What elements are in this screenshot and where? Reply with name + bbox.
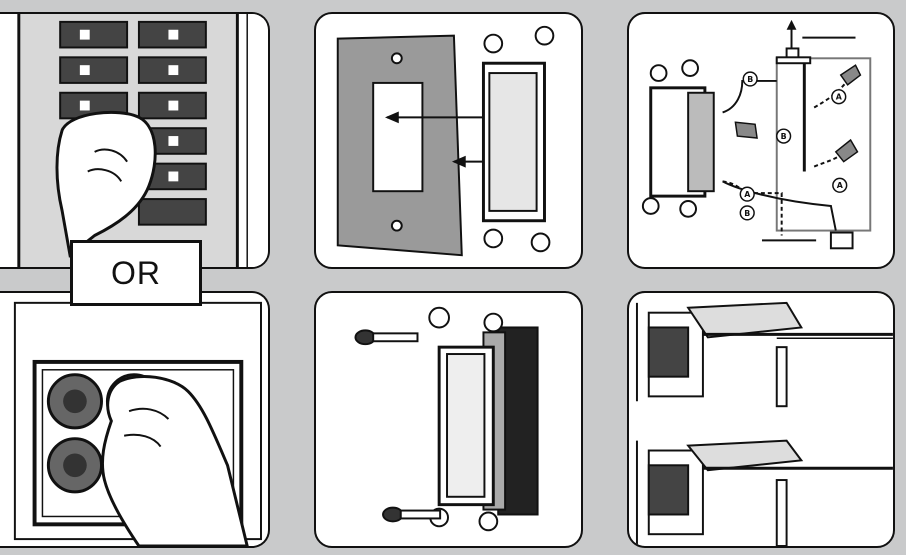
remove-cover-plate [314, 12, 583, 269]
mount-switch-screws [314, 291, 583, 548]
wiring-illustration: B B A B A A [641, 19, 872, 250]
cover-plate-illustration [336, 25, 555, 257]
or-divider: OR [70, 240, 202, 306]
or-label: OR [111, 254, 161, 291]
fuse-box-illustration [13, 301, 262, 546]
wire-tag-label: B [781, 132, 787, 141]
strip-wire-illustration [635, 301, 893, 546]
wire-tag-label: A [744, 190, 751, 199]
wire-tag-labels: B B A B A A [739, 71, 848, 221]
strip-wire-insulation [627, 291, 895, 548]
screw-bottom [382, 506, 442, 523]
screw-top [354, 329, 419, 346]
wire-tag-label: A [836, 93, 843, 102]
breaker-panel-illustration [1, 14, 267, 267]
fuse-box [0, 291, 270, 548]
wire-tag-label: B [747, 75, 753, 84]
wiring-diagram: B B A B A A [627, 12, 895, 269]
wire-tag-label: B [744, 209, 750, 218]
wire-tag-label: A [837, 181, 844, 190]
breaker-panel [0, 12, 270, 269]
mount-switch-illustration [354, 306, 539, 532]
